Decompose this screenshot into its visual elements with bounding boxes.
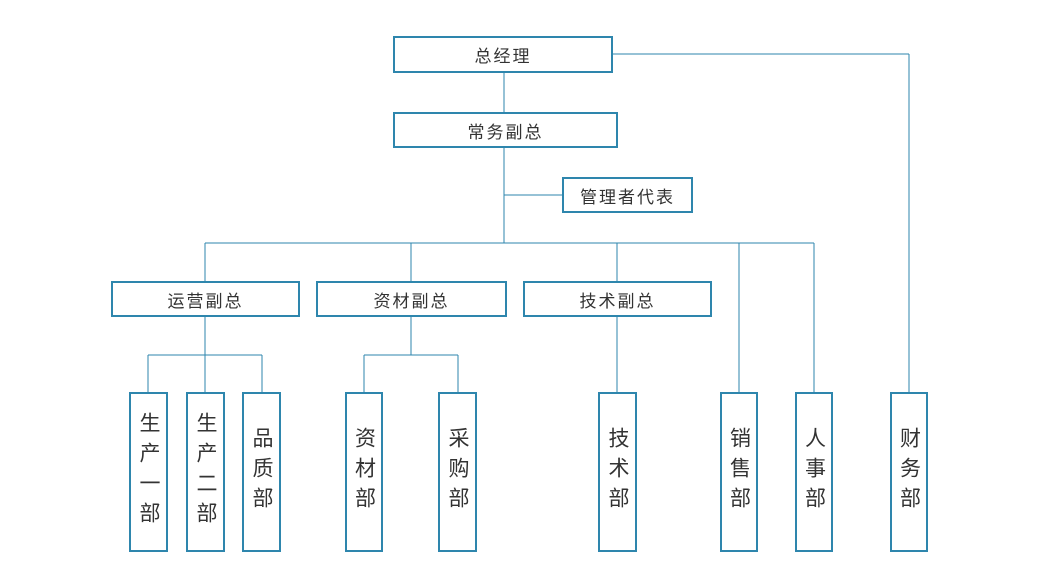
node-production-dept-1[interactable]: 生产一部	[129, 392, 168, 552]
node-operations-vp[interactable]: 运营副总	[111, 281, 300, 317]
node-label: 资材部	[352, 427, 376, 517]
node-purchasing-dept[interactable]: 采购部	[438, 392, 477, 552]
node-label: 技术副总	[579, 291, 656, 311]
node-executive-vp[interactable]: 常务副总	[393, 112, 618, 148]
node-technical-vp[interactable]: 技术副总	[523, 281, 712, 317]
node-finance-dept[interactable]: 财务部	[890, 392, 928, 552]
node-label: 常务副总	[467, 122, 544, 142]
node-label: 运营副总	[167, 291, 244, 311]
node-label: 人事部	[802, 427, 826, 517]
node-label: 技术部	[606, 427, 629, 517]
node-label: 总经理	[474, 47, 532, 66]
node-label: 生产一部	[137, 412, 160, 532]
node-management-rep[interactable]: 管理者代表	[562, 177, 693, 213]
node-label: 销售部	[727, 427, 751, 517]
node-label: 财务部	[897, 427, 921, 517]
node-production-dept-2[interactable]: 生产二部	[186, 392, 225, 552]
node-label: 品质部	[250, 427, 273, 517]
node-general-manager[interactable]: 总经理	[393, 36, 613, 73]
node-label: 生产二部	[194, 412, 217, 532]
node-quality-dept[interactable]: 品质部	[242, 392, 281, 552]
node-label: 管理者代表	[580, 187, 675, 207]
node-materials-dept[interactable]: 资材部	[345, 392, 383, 552]
node-label: 采购部	[446, 427, 469, 517]
node-technology-dept[interactable]: 技术部	[598, 392, 637, 552]
node-materials-vp[interactable]: 资材副总	[316, 281, 507, 317]
node-label: 资材副总	[373, 291, 450, 311]
node-sales-dept[interactable]: 销售部	[720, 392, 758, 552]
node-hr-dept[interactable]: 人事部	[795, 392, 833, 552]
